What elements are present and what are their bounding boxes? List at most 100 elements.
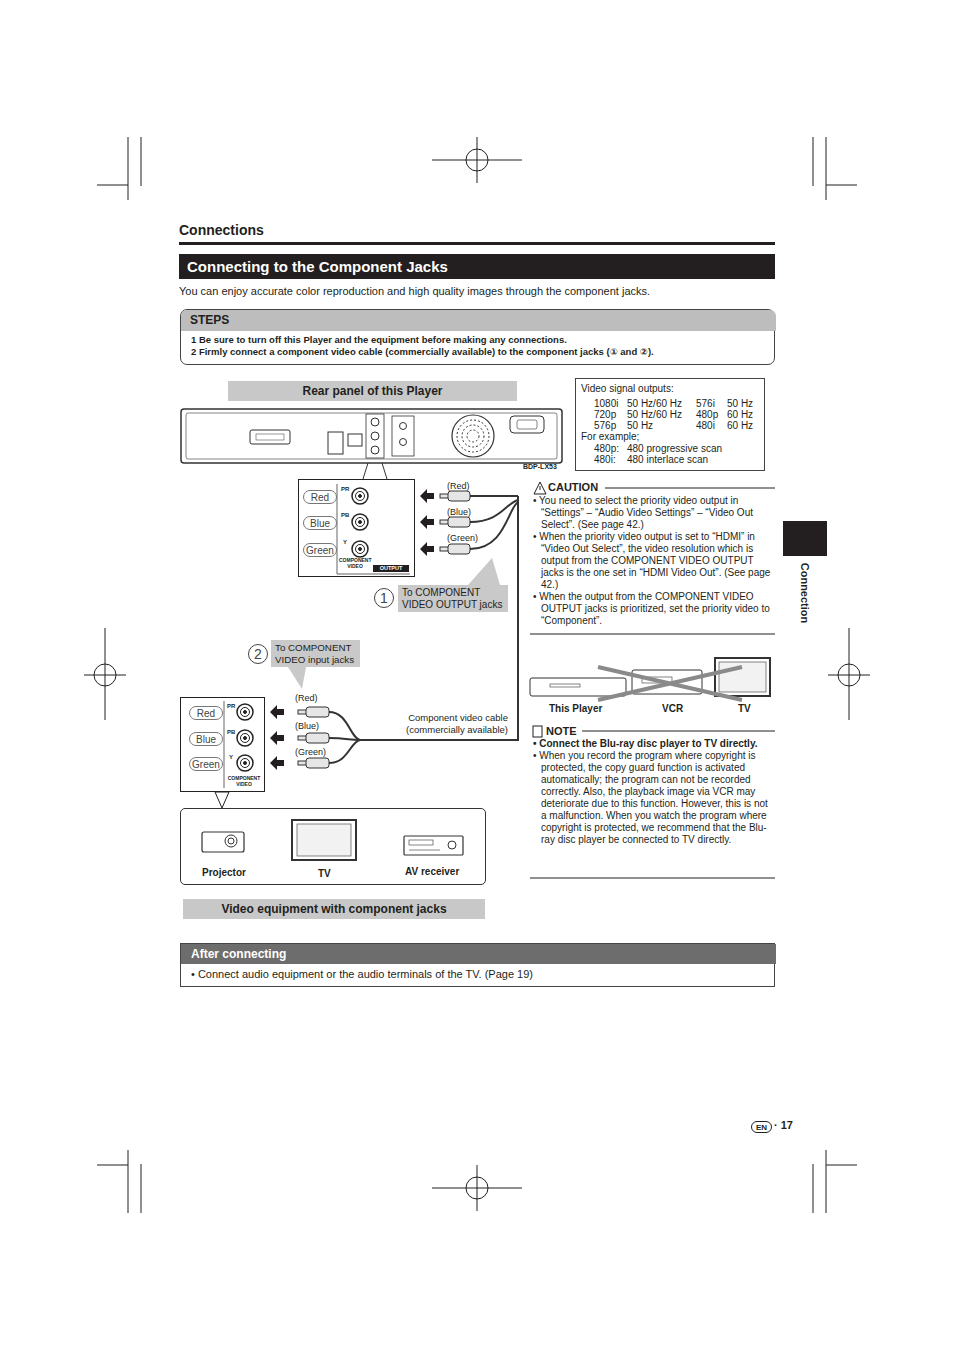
signal-table: Video signal outputs: 1080i 50 Hz/60 Hz 576… [575, 378, 765, 471]
node-text: STEPS [181, 310, 776, 331]
node-text: TV [318, 868, 331, 879]
plug-color: (Blue) [295, 721, 319, 731]
model-name: BDP-LX53 [523, 463, 557, 470]
node-text: 480 interlace scan [627, 454, 708, 465]
node-text: Y [343, 539, 347, 546]
caution-item: • You need to select the priority video … [533, 495, 773, 531]
after-connecting-box: After connecting • Connect audio equipmen… [180, 943, 775, 987]
node-text: • Connect audio equipment or the audio t… [191, 968, 766, 981]
section-band: Rear panel of this Player [228, 381, 517, 401]
callout-box: To COMPONENT VIDEO OUTPUT jacks [398, 585, 508, 612]
node-text: 60 Hz [727, 409, 753, 420]
node-text: AV receiver [405, 866, 459, 877]
callout-tail [288, 667, 306, 689]
node-text: After connecting [181, 944, 776, 964]
plug-color: (Green) [447, 533, 478, 543]
callout-box: To COMPONENT VIDEO input jacks [271, 640, 360, 667]
callout-number: 1 [374, 588, 394, 608]
rules [530, 482, 775, 878]
node-text: 480p: [594, 443, 619, 454]
node-text: COMPONENT VIDEO [227, 775, 261, 787]
node-text: 480i: [594, 454, 616, 465]
node-text: Video equipment with component jacks [183, 899, 485, 919]
node-text: 50 Hz [627, 420, 653, 431]
node-text: For example; [581, 431, 639, 442]
node-text: Red [190, 707, 222, 719]
node-text: OUTPUT [373, 565, 409, 572]
side-tab-label: Connection [799, 563, 811, 624]
node-text: 480 progressive scan [627, 443, 722, 454]
node-text: To COMPONENT VIDEO input jacks [271, 640, 360, 667]
output-jacks [298, 479, 415, 577]
node-text: Rear panel of this Player [228, 381, 517, 401]
video-equipment-illustrations [202, 820, 463, 860]
caution-item: • When the output from the COMPONENT VID… [533, 591, 773, 627]
node-text: 60 Hz [727, 420, 753, 431]
node-text: 480p [696, 409, 718, 420]
node-text: Red [304, 491, 336, 503]
caution-list: • You need to select the priority video … [533, 495, 773, 627]
node-text: Green [190, 758, 222, 770]
page-number: · 17 [774, 1119, 793, 1131]
node-text: 50 Hz/60 Hz [627, 409, 682, 420]
node-text: 2 [249, 645, 267, 663]
node-text: PB [341, 512, 349, 519]
cable-label: Component video cable (commercially avai… [396, 712, 508, 736]
plug-color: (Red) [447, 481, 470, 491]
plug-color: (Red) [295, 693, 318, 703]
note-item: • When you record the program where copy… [533, 750, 773, 846]
note-heading: NOTE [546, 725, 577, 737]
caution-heading: CAUTION [548, 481, 598, 493]
node-text: 480i [696, 420, 715, 431]
caution-item: • When the priority video output is set … [533, 531, 773, 591]
node-text: Projector [202, 867, 246, 878]
intro-text: You can enjoy accurate color reproductio… [179, 285, 650, 297]
callout-number: 2 [248, 644, 268, 664]
node-text: 576p [594, 420, 616, 431]
rear-panel-illustration [181, 409, 562, 479]
device-label: TV [738, 703, 751, 714]
plug-color: (Blue) [447, 507, 471, 517]
node-text: 50 Hz/60 Hz [627, 398, 682, 409]
output-jack-panel: PRPBYCOMPONENT VIDEOOUTPUTRedBlueGreen [298, 479, 415, 577]
section-band: Video equipment with component jacks [183, 899, 485, 919]
color-tag: Blue [303, 516, 337, 530]
language-badge: EN [751, 1121, 772, 1133]
node-text: Green [304, 544, 336, 556]
side-tab [783, 521, 827, 556]
node-text: 2 Firmly connect a component video cable… [191, 346, 771, 358]
device-label: VCR [662, 703, 683, 714]
input-jack-panel: PRPBYCOMPONENT VIDEORedBlueGreen [180, 697, 265, 792]
node-text: To COMPONENT VIDEO OUTPUT jacks [398, 585, 508, 612]
node-text: 1 Be sure to turn off this Player and th… [191, 334, 771, 346]
node-text: PB [227, 729, 235, 736]
node-text: COMPONENT VIDEO [339, 557, 371, 569]
node-text: Video signal outputs: [581, 383, 674, 394]
device-label: This Player [549, 703, 602, 714]
equipment-box: Projector TV AV receiver [180, 808, 486, 885]
node-text: 576i [696, 398, 715, 409]
node-text: 1 [375, 589, 393, 607]
color-tag: Red [303, 490, 337, 504]
plug-color: (Green) [295, 747, 326, 757]
title-band: Connecting to the Component Jacks [179, 254, 775, 279]
node-text: PR [227, 703, 235, 710]
crop-marks [84, 137, 870, 1213]
component-cable [329, 496, 518, 763]
section-rule [179, 242, 775, 245]
color-tag: Green [303, 543, 337, 557]
node-text: Blue [190, 733, 222, 745]
player-vcr-tv-illustration [530, 658, 770, 700]
color-tag: Green [189, 757, 223, 771]
callout-tail [468, 558, 500, 585]
node-text: 720p [594, 409, 616, 420]
note-item: • Connect the Blu-ray disc player to TV … [533, 738, 773, 750]
note-list: • Connect the Blu-ray disc player to TV … [533, 738, 773, 846]
steps-box: STEPS 1 Be sure to turn off this Player a… [180, 309, 775, 365]
node-text: 50 Hz [727, 398, 753, 409]
node-text: EN [752, 1122, 771, 1132]
color-tag: Blue [189, 732, 223, 746]
color-tag: Red [189, 706, 223, 720]
node-text: 1080i [594, 398, 618, 409]
